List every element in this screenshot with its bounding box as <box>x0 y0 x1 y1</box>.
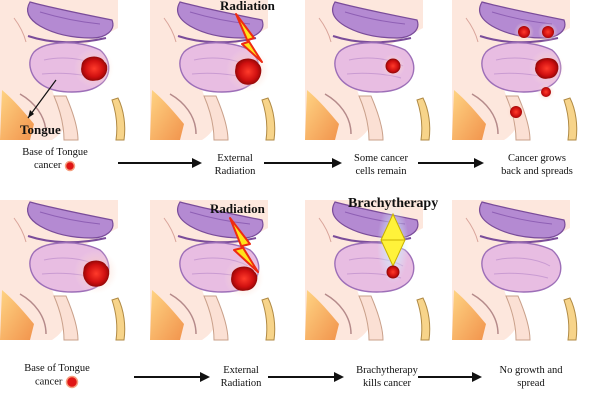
caption-line2: Radiation <box>214 166 256 177</box>
caption-top-4: Cancer grows back and spreads <box>482 152 592 178</box>
tumor <box>83 260 110 287</box>
panel-bottom-3 <box>304 199 431 341</box>
metastasis <box>541 87 551 97</box>
tumor <box>81 56 108 81</box>
metastasis <box>542 26 554 38</box>
metastasis <box>518 26 530 38</box>
caption-top-2: External Radiation <box>180 152 290 178</box>
caption-top-3: Some cancer cells remain <box>326 152 436 178</box>
caption-bottom-4: No growth and spread <box>476 364 586 390</box>
residual-tumor <box>385 58 401 74</box>
tumor-dot-icon <box>65 375 79 389</box>
caption-bottom-2: External Radiation <box>186 364 296 390</box>
caption-line2: cancer <box>33 160 62 171</box>
caption-line1: Some cancer <box>354 153 408 164</box>
anatomy-illustration <box>304 199 431 341</box>
radiation-label-top: Radiation <box>220 0 275 13</box>
caption-bottom-1: Base of Tongue cancer <box>2 362 112 389</box>
panel-top-2 <box>149 0 276 141</box>
arrow-right-icon <box>418 372 482 382</box>
caption-line2: cancer <box>34 376 63 388</box>
tongue-pointer-head <box>28 110 34 118</box>
tongue-label: Tongue <box>20 122 61 137</box>
metastasis <box>510 106 522 118</box>
caption-line1: No growth and <box>499 365 563 376</box>
panel-bottom-2 <box>149 199 276 341</box>
caption-line1: Base of Tongue <box>22 147 88 158</box>
residual-tumor <box>386 265 400 279</box>
arrow-right-icon <box>118 158 202 168</box>
caption-line2: Radiation <box>220 378 262 389</box>
arrow-right-icon <box>418 158 484 168</box>
lightning-bolt-icon <box>229 217 259 273</box>
caption-line2: cells remain <box>355 166 407 177</box>
tumor <box>235 58 262 85</box>
panel-bottom-1 <box>0 199 126 341</box>
caption-line2: back and spreads <box>501 166 573 177</box>
brachytherapy-label: Brachytherapy <box>348 196 439 211</box>
caption-bottom-3: Brachytherapy kills cancer <box>332 364 442 390</box>
caption-line1: External <box>223 365 259 376</box>
caption-top-1: Base of Tongue cancer <box>0 146 110 172</box>
panel-top-3 <box>304 0 431 141</box>
caption-line2: spread <box>517 378 545 389</box>
radiation-label-bottom: Radiation <box>210 201 265 216</box>
caption-line1: Base of Tongue <box>24 363 90 374</box>
panel-bottom-4 <box>451 199 578 341</box>
tumor <box>535 58 559 79</box>
caption-line1: External <box>217 153 253 164</box>
arrow-right-icon <box>134 372 210 382</box>
anatomy-illustration <box>304 0 431 141</box>
lightning-bolt-icon <box>235 13 263 63</box>
arrow-right-icon <box>264 158 342 168</box>
tongue-pointer-line <box>27 79 57 119</box>
tumor-dot-icon <box>64 160 76 171</box>
anatomy-illustration <box>451 199 578 341</box>
caption-line1: Brachytherapy <box>356 365 418 376</box>
arrow-right-icon <box>268 372 344 382</box>
caption-line2: kills cancer <box>362 378 412 389</box>
caption-line1: Cancer grows <box>507 153 567 164</box>
panel-top-1 <box>0 0 126 141</box>
panel-top-4 <box>451 0 578 141</box>
tumor <box>231 266 258 291</box>
